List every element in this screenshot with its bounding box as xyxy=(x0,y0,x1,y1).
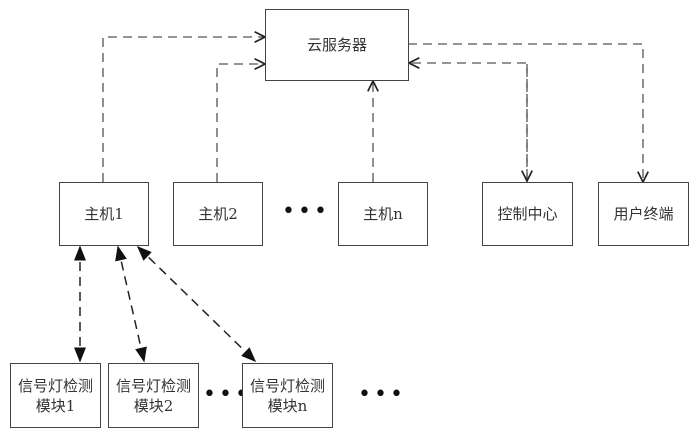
host1-modulen-line xyxy=(136,245,257,363)
module-label-line1: 信号灯检测 xyxy=(249,376,325,395)
module-ellipsis-1: ••• xyxy=(203,382,251,407)
module-label-line1: 信号灯检测 xyxy=(115,376,191,395)
cloud-server-label: 云服务器 xyxy=(306,36,367,54)
module-node-1: 信号灯检测模块1 xyxy=(10,363,101,428)
host-node-1: 主机1 xyxy=(59,182,149,246)
module-node-n: 信号灯检测模块n xyxy=(242,363,333,428)
module-label-line1: 信号灯检测 xyxy=(17,376,93,395)
host-label: 主机n xyxy=(363,205,403,223)
module-label-line2: 模块n xyxy=(267,396,308,415)
host2-to-cloud-line xyxy=(216,64,265,182)
host-label: 主机1 xyxy=(84,205,124,223)
host-ellipsis: ••• xyxy=(282,199,330,224)
host-label: 主机2 xyxy=(198,205,238,223)
control-cloud-line xyxy=(409,63,528,182)
module-label-line2: 模块2 xyxy=(133,396,174,415)
user-terminal-label: 用户终端 xyxy=(613,205,674,223)
cloud-to-user-line xyxy=(408,43,643,182)
cloud-server-node: 云服务器 xyxy=(265,9,409,81)
module-label-line2: 模块1 xyxy=(35,396,76,415)
host-node-2: 主机2 xyxy=(173,182,263,246)
control-center-node: 控制中心 xyxy=(482,182,573,246)
control-center-label: 控制中心 xyxy=(497,205,558,223)
module-node-2: 信号灯检测模块2 xyxy=(108,363,199,428)
module-ellipsis-2: ••• xyxy=(358,382,406,407)
user-terminal-node: 用户终端 xyxy=(598,182,689,246)
host-node-n: 主机n xyxy=(338,182,428,246)
host1-module2-line xyxy=(115,245,147,363)
host1-to-cloud-line xyxy=(102,37,265,182)
